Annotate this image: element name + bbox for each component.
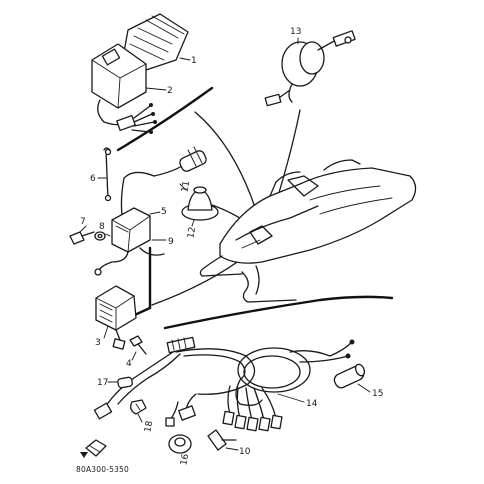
- part-14-wire-harness: [93, 336, 355, 432]
- callout-10: 10: [239, 447, 251, 457]
- callout-13: 13: [290, 27, 301, 37]
- part-2-cdi-unit: [91, 43, 157, 134]
- callout-7: 7: [80, 217, 86, 227]
- callout-leaders: [79, 37, 371, 453]
- diagram-code: 80A300-5350: [76, 465, 129, 474]
- part-16-grommet: [168, 434, 192, 454]
- part-6-bracket: [103, 147, 112, 202]
- part-1-cover: [123, 13, 189, 71]
- callout-1: 1: [191, 56, 197, 66]
- snowmobile-body: [219, 159, 417, 264]
- front-arrow-icon: [80, 439, 107, 458]
- callout-6: 6: [90, 174, 96, 184]
- callout-8: 8: [99, 222, 105, 232]
- part-12-boot: [181, 186, 219, 221]
- callout-16: 16: [179, 453, 191, 466]
- callout-14: 14: [306, 399, 318, 409]
- callout-2: 2: [167, 86, 173, 96]
- part-17-cap: [117, 376, 133, 389]
- part-4-screw: [129, 335, 147, 355]
- part-18-clamp: [130, 399, 147, 415]
- part-5-ignition-coil: [94, 207, 165, 276]
- part-13-main-switch: [264, 30, 356, 107]
- callout-12: 12: [186, 226, 198, 239]
- callout-18: 18: [143, 420, 155, 433]
- part-10-band: [207, 429, 237, 451]
- callout-9: 9: [168, 237, 174, 247]
- part-7-bolt: [69, 231, 95, 245]
- part-3-regulator: [95, 285, 137, 350]
- callout-15: 15: [372, 389, 383, 399]
- part-callouts: 1 2 3 4 5 6 7 8 9 10 11 12 13 14 15 16 1…: [80, 27, 383, 466]
- snowmobile-skis: [199, 255, 297, 303]
- part-15-sleeve: [333, 363, 366, 389]
- callout-17: 17: [97, 378, 108, 388]
- callout-4: 4: [126, 359, 132, 369]
- callout-5: 5: [161, 207, 167, 217]
- callout-3: 3: [95, 338, 101, 348]
- callout-11: 11: [180, 180, 192, 193]
- part-8-washer: [94, 231, 106, 241]
